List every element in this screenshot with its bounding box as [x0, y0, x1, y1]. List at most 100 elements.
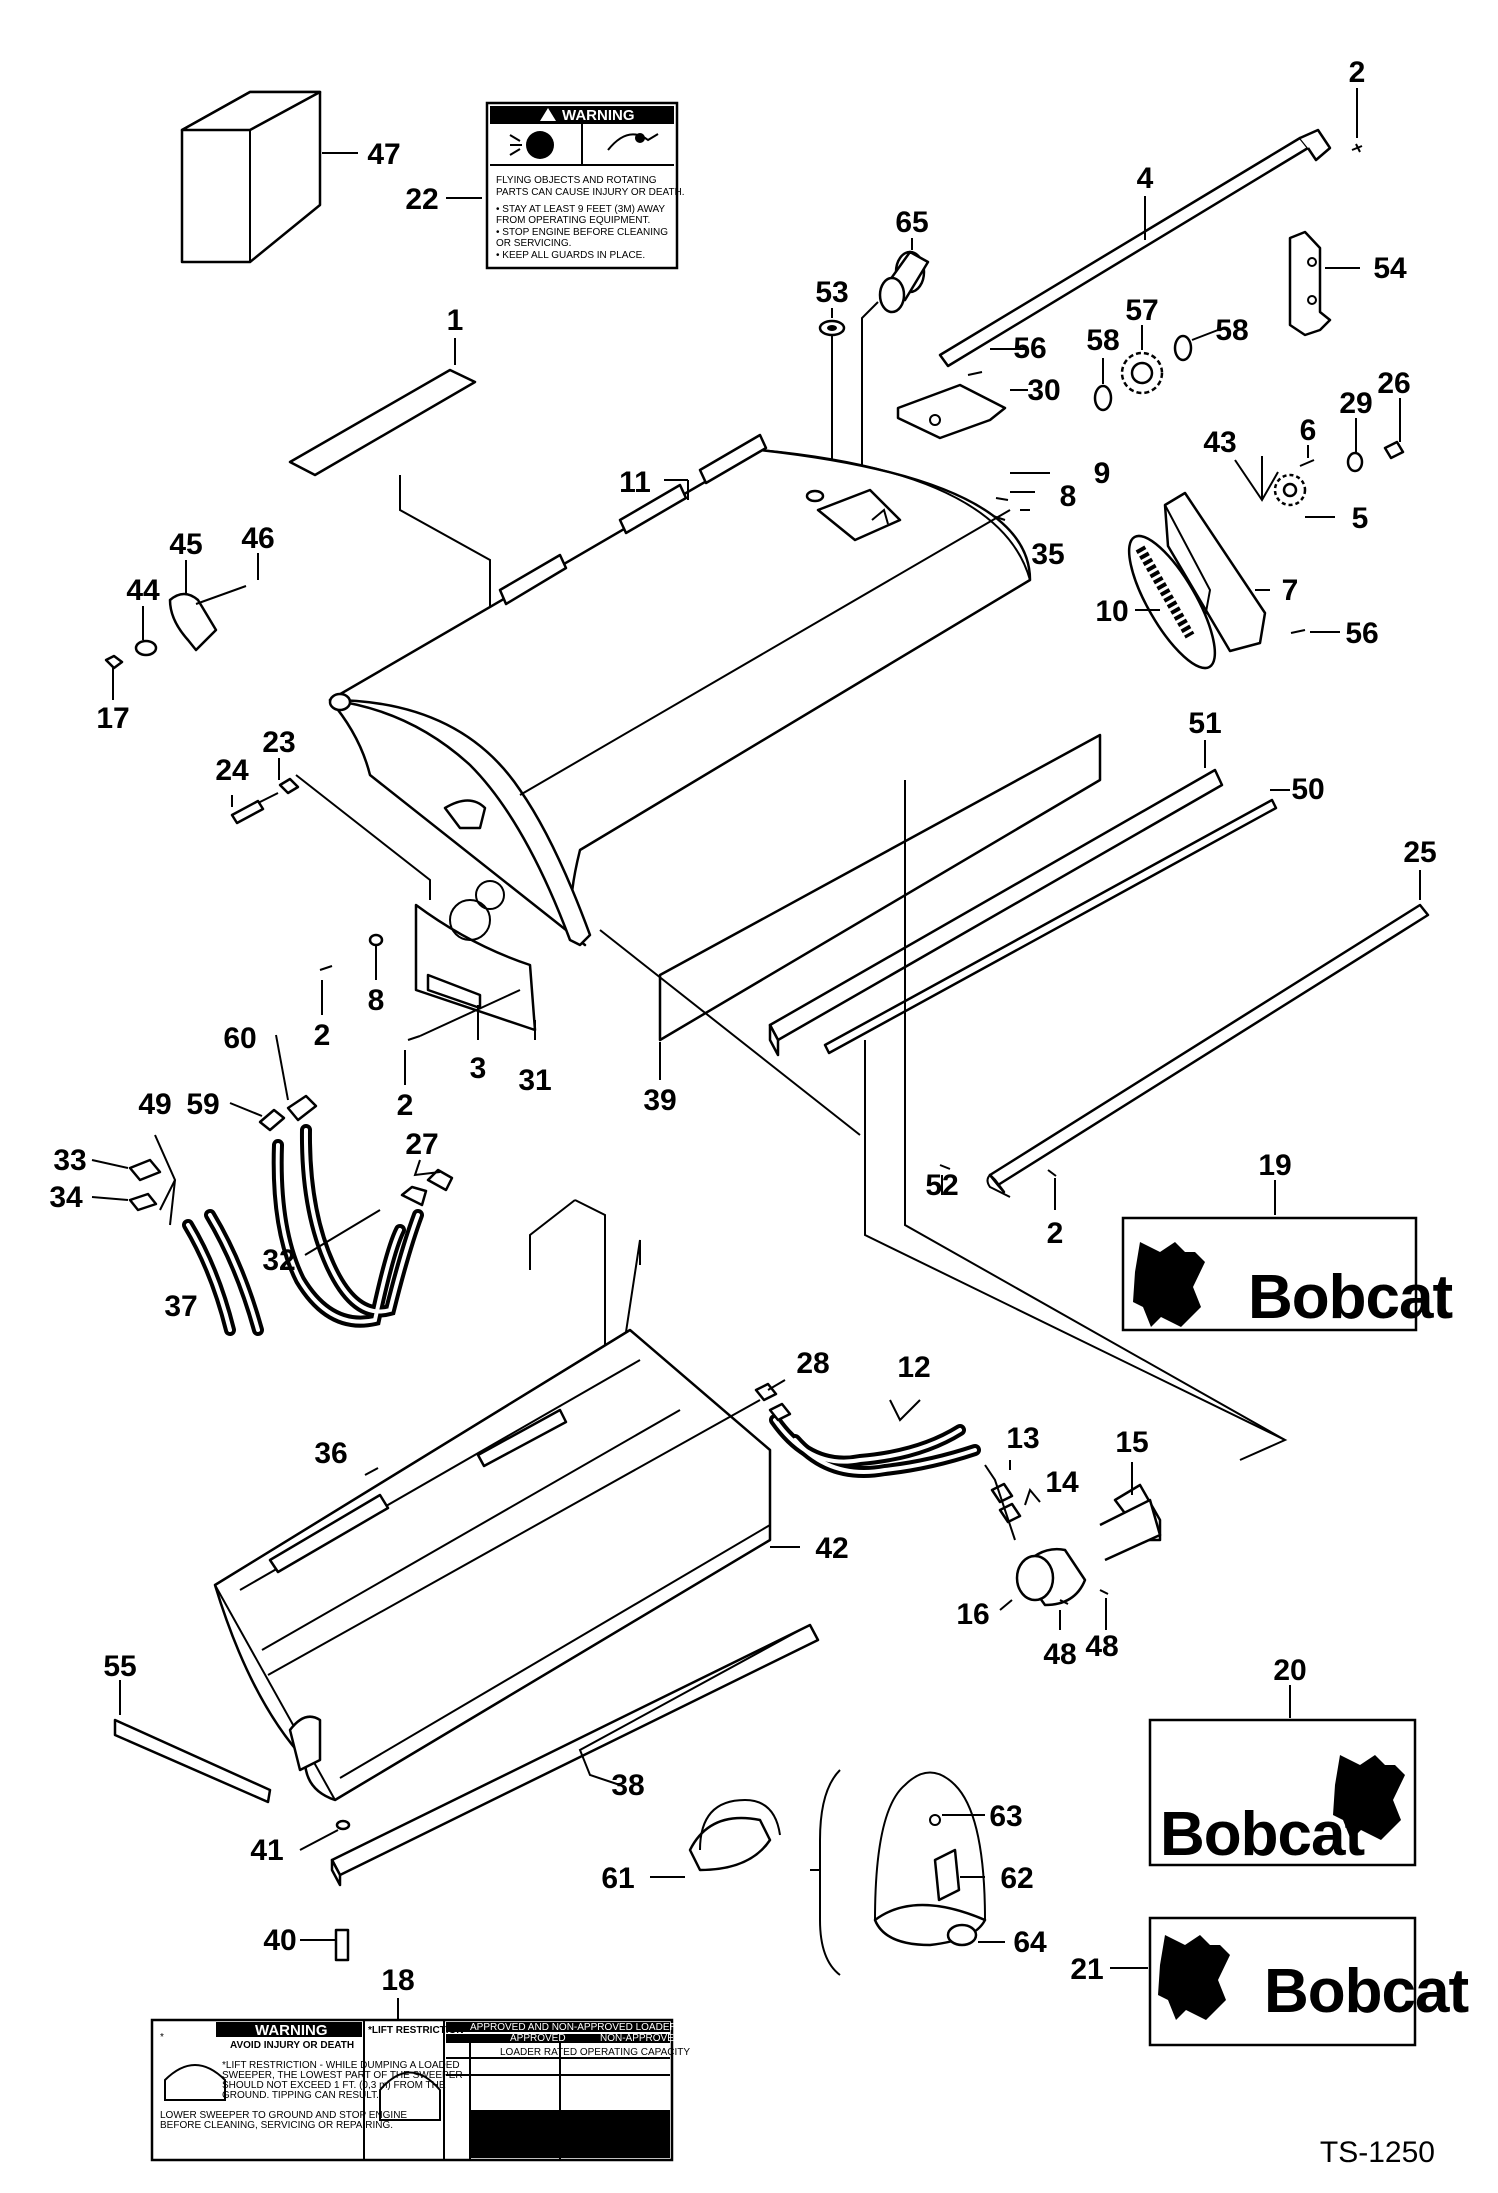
part-65-bushing — [861, 238, 930, 502]
callout: 65 — [895, 206, 928, 239]
logo-decal-19: Bobcat — [1121, 1180, 1453, 1332]
bobcat-head-icon — [1158, 1935, 1230, 2020]
part-32-hoses — [271, 1124, 424, 1328]
decal-18-col-non-approved: NON-APPROVED — [600, 2033, 681, 2044]
callout: 3 — [470, 1052, 487, 1085]
decal-18-table-title: APPROVED AND NON-APPROVED LOADER-SWEEPER… — [470, 2022, 803, 2033]
callout: 40 — [263, 1924, 296, 1957]
warning-22-line-1: FLYING OBJECTS AND ROTATING — [496, 175, 657, 186]
callout: 22 — [405, 183, 438, 216]
logo-decal-20: Bobcat — [1148, 1685, 1417, 1869]
decal-18-col-approved: APPROVED — [510, 2033, 566, 2044]
callout: 39 — [643, 1084, 676, 1117]
callout: 37 — [164, 1290, 197, 1323]
part-15-mount — [1099, 1462, 1162, 1562]
callout: 8 — [368, 984, 385, 1017]
callout: 7 — [1282, 574, 1299, 607]
part-38-cutting-edge — [299, 1623, 820, 1962]
stand-parts-61-64 — [650, 1769, 1005, 1976]
callout: 21 — [1070, 1953, 1103, 1986]
callout: 56 — [1013, 332, 1046, 365]
part-54-bracket — [1288, 230, 1360, 337]
part-45-handle — [104, 553, 259, 700]
decal-18-line-6: BEFORE CLEANING, SERVICING OR REPAIRING. — [160, 2120, 393, 2131]
callout: 12 — [897, 1351, 930, 1384]
callout: 34 — [49, 1181, 83, 1214]
part-4-shaft — [938, 88, 1363, 368]
part-10-chain — [1127, 534, 1217, 670]
part-55-strip — [113, 1680, 272, 1804]
callout: 43 — [1203, 426, 1236, 459]
callout: 8 — [1060, 480, 1077, 513]
decal-18-lift-title: *LIFT RESTRICTION — [368, 2025, 464, 2036]
callout: 20 — [1273, 1654, 1306, 1687]
callout: 2 — [397, 1089, 414, 1122]
callout: 16 — [956, 1598, 989, 1631]
bobcat-head-icon — [1333, 1755, 1405, 1840]
callout: 10 — [1095, 595, 1128, 628]
callout: 54 — [1373, 252, 1407, 285]
callout: 48 — [1043, 1638, 1076, 1671]
part-47-box — [180, 90, 358, 264]
callout: 57 — [1125, 294, 1158, 327]
callout: 49 — [138, 1088, 171, 1121]
callout: 44 — [126, 574, 160, 607]
callout: 48 — [1085, 1630, 1118, 1663]
part-37-hoses — [91, 1134, 264, 1336]
logo-20-text: Bobcat — [1160, 1800, 1364, 1869]
part-25-long-angle — [986, 870, 1430, 1210]
warning-22-line-5: • STOP ENGINE BEFORE CLEANING — [496, 227, 668, 238]
callout: 5 — [1352, 502, 1369, 535]
warning-22-header: WARNING — [562, 107, 635, 124]
warning-22-line-6: OR SERVICING. — [496, 238, 571, 249]
decal-18-header: WARNING — [255, 2022, 328, 2039]
callout-numbers: 2 47 22 4 54 65 53 57 58 58 56 30 1 6 29… — [49, 56, 1436, 1997]
callout: 25 — [1403, 836, 1436, 869]
decal-18-line-2: SWEEPER, THE LOWEST PART OF THE SWEEPER — [222, 2070, 463, 2081]
logo-21-text: Bobcat — [1264, 1957, 1468, 2026]
callout: 6 — [1300, 414, 1317, 447]
callout: 47 — [367, 138, 400, 171]
callout: 11 — [619, 466, 651, 499]
callout: 15 — [1115, 1426, 1148, 1459]
callout: 60 — [223, 1022, 256, 1055]
callout: 4 — [1137, 162, 1154, 195]
head-icon — [526, 131, 554, 159]
decal-18-rated-capacity: LOADER RATED OPERATING CAPACITY — [500, 2047, 690, 2058]
part-31-end-plate — [319, 899, 537, 1085]
callout: 35 — [1031, 538, 1064, 571]
callout: 2 — [1349, 56, 1366, 89]
logo-19-text: Bobcat — [1248, 1263, 1452, 1332]
callout: 29 — [1339, 387, 1372, 420]
callout: 31 — [518, 1064, 551, 1097]
part-42-bucket — [213, 1328, 800, 1802]
callout: 9 — [1094, 457, 1111, 490]
part-57-sprocket — [1093, 325, 1219, 412]
warning-22-line-3: • STAY AT LEAST 9 FEET (3M) AWAY — [496, 204, 665, 215]
part-24-bolt — [230, 758, 431, 900]
callout: 14 — [1045, 1466, 1079, 1499]
callout: 24 — [215, 754, 249, 787]
callout: 19 — [1258, 1149, 1291, 1182]
callout: 36 — [314, 1437, 347, 1470]
part-60-fitting — [229, 1034, 318, 1132]
callout: 52 — [925, 1169, 958, 1202]
callout: 46 — [241, 522, 274, 555]
callout: 26 — [1377, 367, 1410, 400]
warning-decal-18: WARNING AVOID INJURY OR DEATH * *LIFT RE… — [150, 1998, 803, 2162]
bobcat-head-icon — [1133, 1242, 1205, 1327]
part-50-strip — [599, 789, 1290, 1195]
callout: 63 — [989, 1800, 1022, 1833]
callout: 17 — [96, 702, 129, 735]
part-7-chain-guard — [1163, 491, 1340, 653]
drawing-id: TS-1250 — [1320, 2136, 1435, 2169]
callout: 2 — [1047, 1217, 1064, 1250]
warning-22-line-2: PARTS CAN CAUSE INJURY OR DEATH. — [496, 187, 685, 198]
callout: 50 — [1291, 773, 1324, 806]
parts-5-43-sprocket-group — [1234, 398, 1405, 518]
callout: 61 — [601, 1862, 634, 1895]
callout: 42 — [815, 1532, 848, 1565]
callout: 51 — [1188, 707, 1221, 740]
decal-18-line-5: LOWER SWEEPER TO GROUND AND STOP ENGINE — [160, 2110, 407, 2121]
